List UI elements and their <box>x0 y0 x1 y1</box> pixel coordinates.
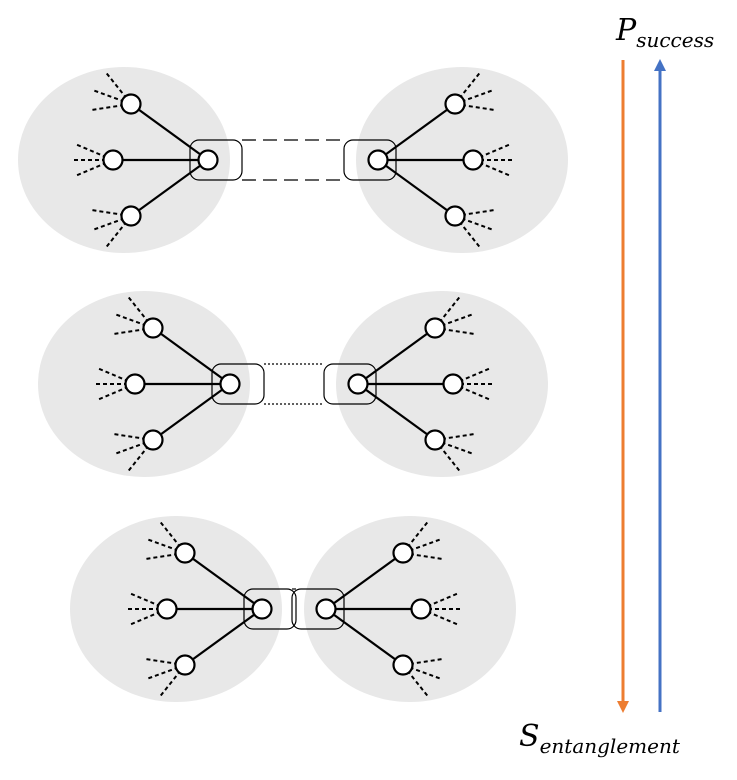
p-success-label: Psuccess <box>616 13 715 52</box>
network-row-2 <box>38 291 548 477</box>
node <box>424 429 446 451</box>
network-row-3 <box>70 516 516 702</box>
left-cluster-row-2 <box>38 291 250 477</box>
node <box>444 205 466 227</box>
node <box>174 654 196 676</box>
hub-node <box>197 149 219 171</box>
tree-edge <box>357 383 436 441</box>
entanglement-box-right <box>323 363 377 405</box>
right-cluster-row-2 <box>336 291 548 477</box>
tree-edge <box>325 608 404 666</box>
entanglement-box-right <box>343 139 397 181</box>
tree-edge <box>130 103 209 161</box>
node <box>120 205 142 227</box>
node <box>102 149 124 171</box>
hub-node <box>219 373 241 395</box>
hub-node <box>315 598 337 620</box>
right-cluster-row-3 <box>304 516 516 702</box>
tree-edge <box>184 552 263 610</box>
node <box>444 93 466 115</box>
outgoing-dashed-edge <box>113 439 154 456</box>
outgoing-dashed-edge <box>113 312 154 329</box>
tree-edge <box>377 159 456 217</box>
tree-edge <box>325 552 404 610</box>
node <box>142 317 164 339</box>
node <box>124 373 146 395</box>
hub-node <box>367 149 389 171</box>
tree-edge <box>377 103 456 161</box>
left-cluster-row-1 <box>18 67 230 253</box>
node <box>442 373 464 395</box>
tree-edge <box>184 608 263 666</box>
node <box>120 93 142 115</box>
tree-edge <box>130 159 209 217</box>
node <box>142 429 164 451</box>
entanglement-box-left <box>189 139 243 181</box>
left-cluster-row-3 <box>70 516 282 702</box>
node <box>156 598 178 620</box>
node <box>392 654 414 676</box>
node <box>462 149 484 171</box>
node <box>410 598 432 620</box>
tree-edge <box>152 383 231 441</box>
entanglement-box-left <box>243 588 297 630</box>
entanglement-box-right <box>291 588 345 630</box>
tree-edge <box>357 327 436 385</box>
s-entanglement-label: Sentanglement <box>519 719 680 758</box>
node <box>392 542 414 564</box>
right-cluster-row-1 <box>356 67 568 253</box>
node <box>174 542 196 564</box>
hub-node <box>251 598 273 620</box>
network-row-1 <box>18 67 568 253</box>
node <box>424 317 446 339</box>
tree-edge <box>152 327 231 385</box>
entanglement-box-left <box>211 363 265 405</box>
hub-node <box>347 373 369 395</box>
